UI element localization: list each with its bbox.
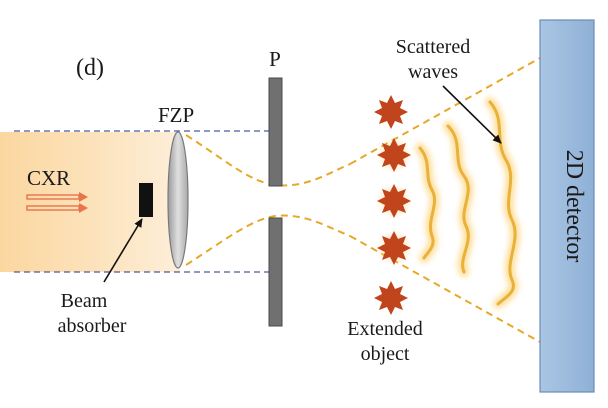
wave-1: [418, 146, 437, 260]
detector-label: 2D detector: [561, 150, 587, 263]
arrow-2: [26, 203, 88, 213]
particle-1: [374, 95, 408, 129]
xray-beam: [0, 130, 272, 273]
cone-lower-curve: [185, 214, 351, 266]
particle-5: [374, 281, 408, 315]
absorber-label-line2: absorber: [58, 315, 127, 337]
particle-3: [377, 184, 411, 218]
beam-absorber: [139, 183, 153, 217]
waves-label-line1: Scattered: [396, 36, 470, 58]
absorber-pointer: [103, 218, 143, 283]
object-label-line1: Extended: [347, 318, 423, 340]
pinhole: [268, 77, 283, 327]
source-label: CXR: [27, 166, 70, 190]
pinhole-upper-plate: [268, 77, 283, 187]
wave-2: [446, 124, 470, 274]
panel-label: (d): [76, 55, 104, 81]
arrow-1: [26, 192, 88, 202]
cone-upper-curve: [185, 134, 351, 187]
particle-2: [377, 138, 411, 172]
cxr-arrows: [26, 192, 88, 213]
waves-pointer: [442, 85, 502, 144]
detector-panel: [539, 19, 595, 393]
pinhole-label: P: [269, 47, 281, 71]
pinhole-lower-plate: [268, 217, 283, 327]
particle-4: [377, 231, 411, 265]
extended-object: [374, 95, 412, 315]
lens-label: FZP: [158, 103, 194, 127]
object-label-line2: object: [361, 343, 410, 365]
waves-label-line2: waves: [408, 61, 458, 83]
absorber-label-line1: Beam: [61, 290, 108, 312]
fzp-lens: [167, 131, 189, 269]
scattered-waves: [415, 97, 521, 309]
